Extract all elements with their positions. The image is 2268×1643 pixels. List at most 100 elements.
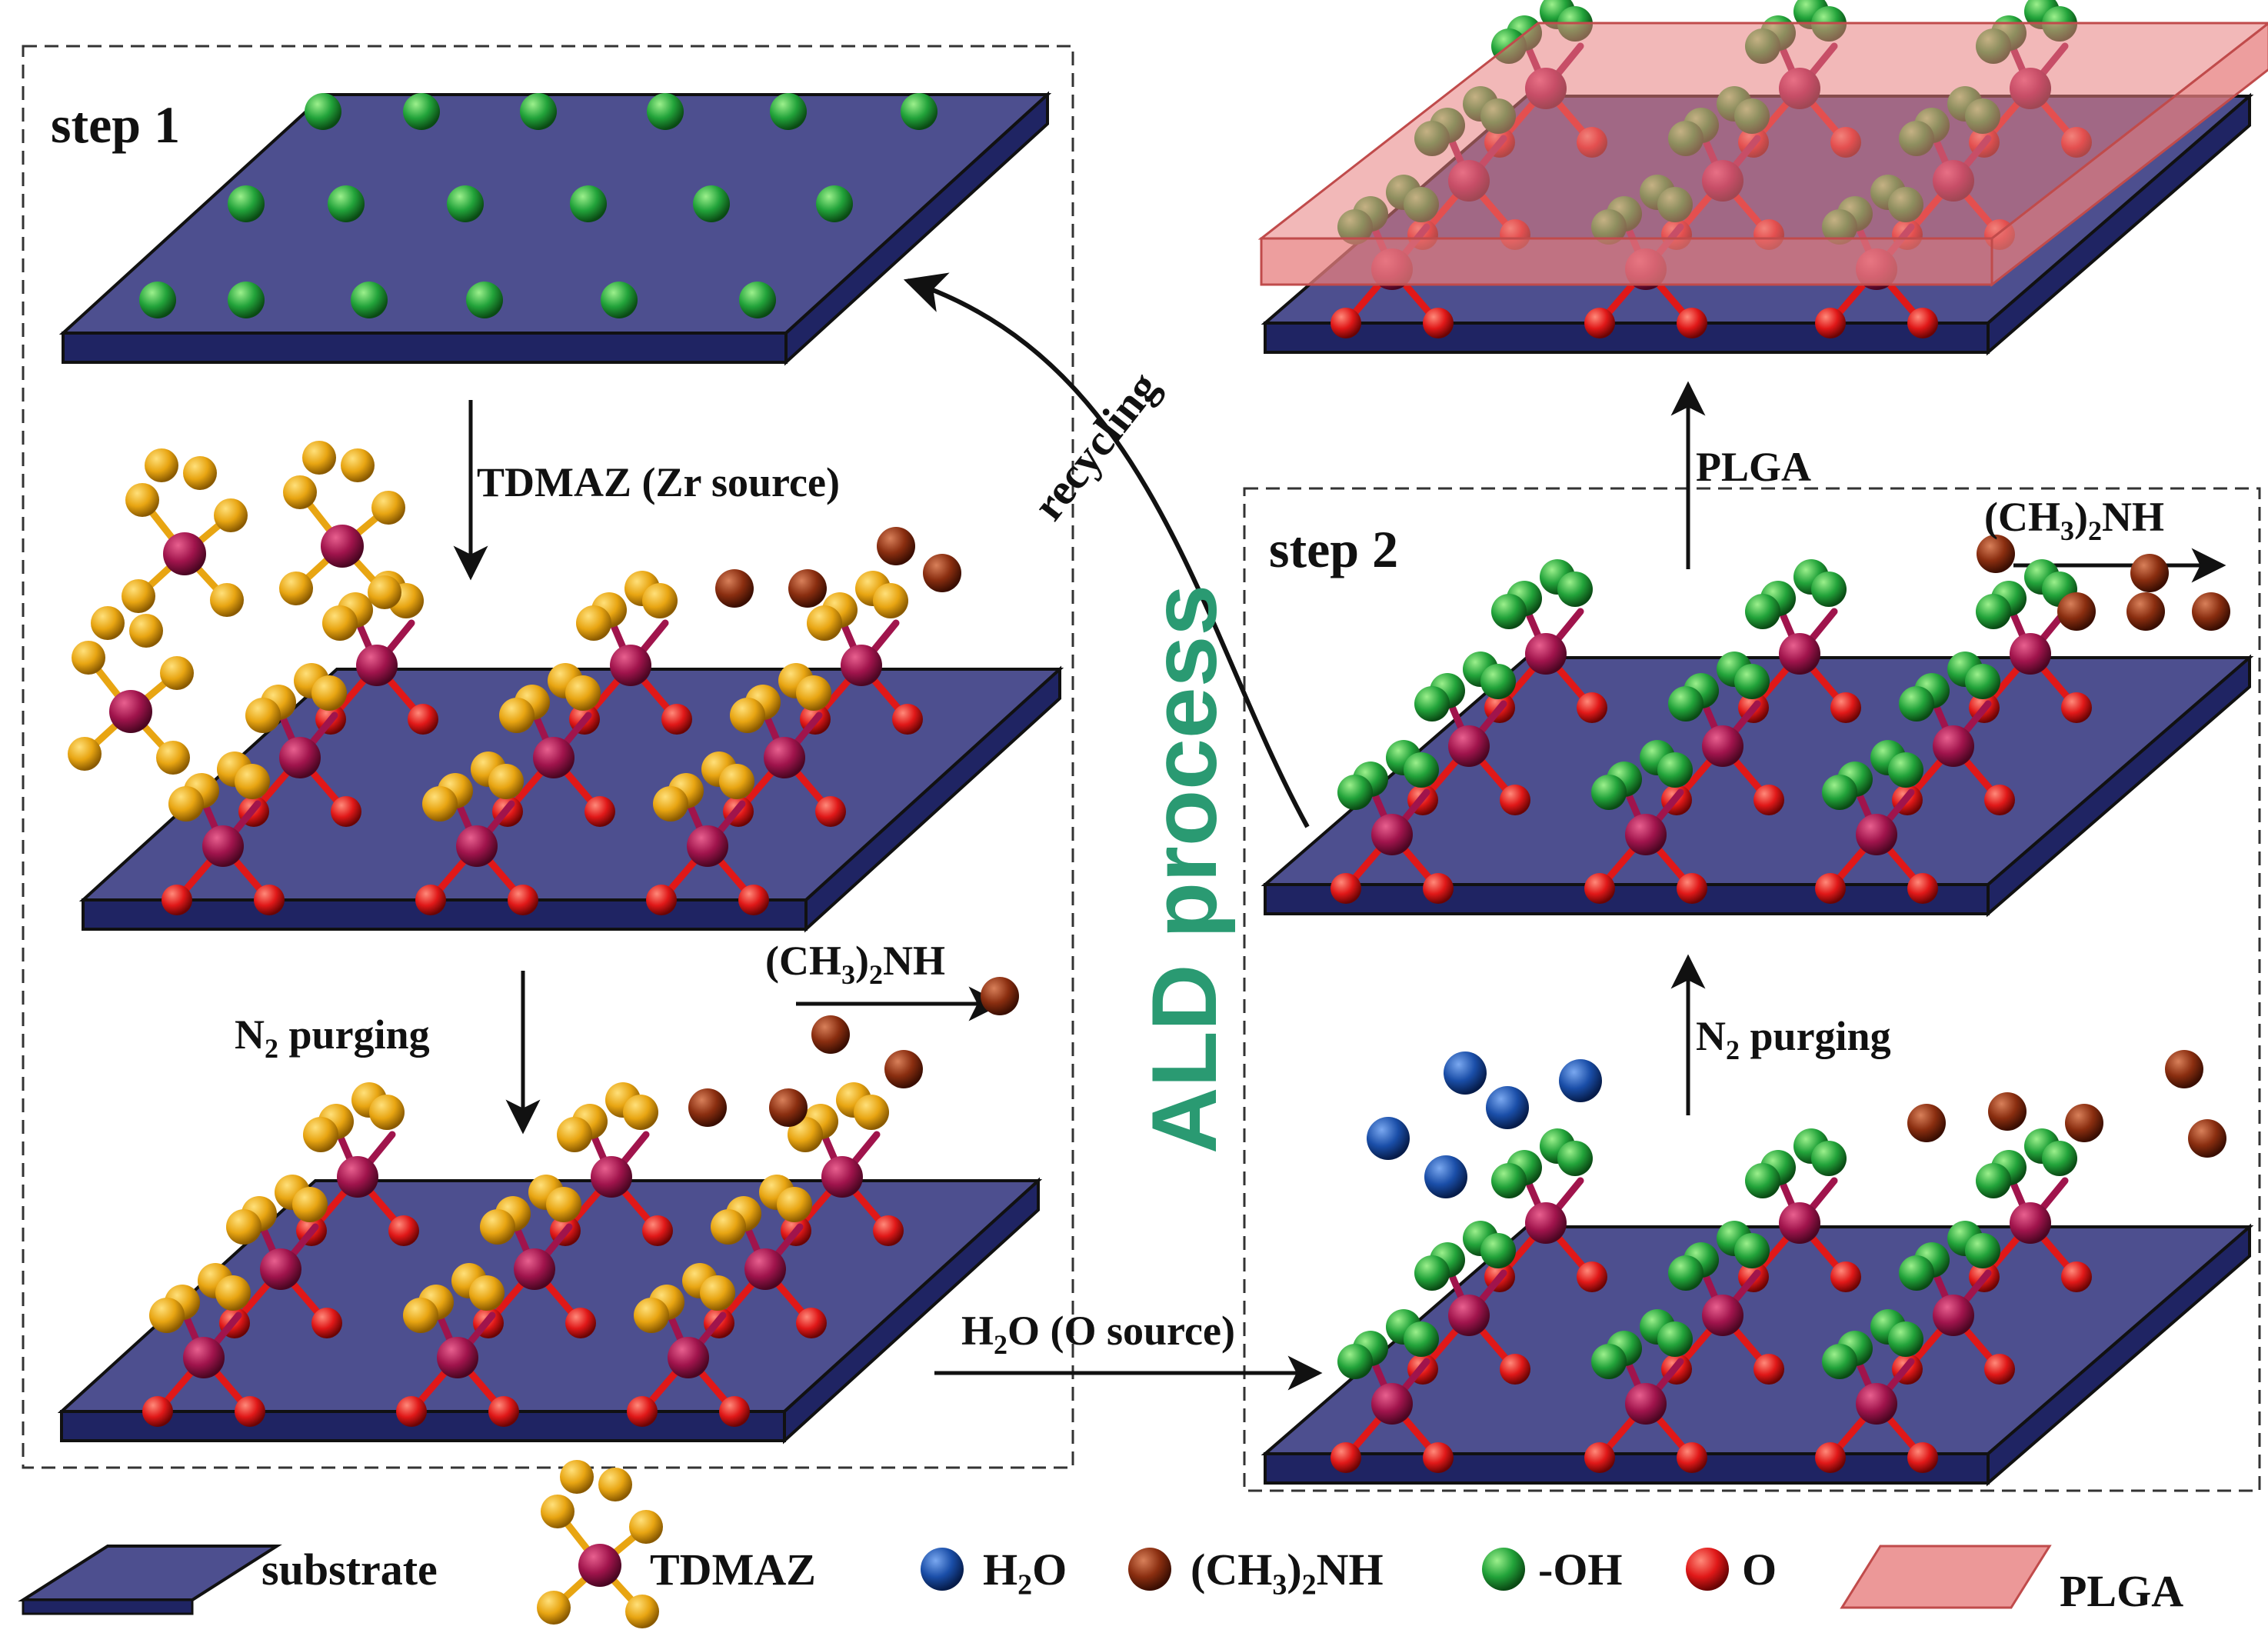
purging-text: purging	[278, 1011, 430, 1058]
zr-atom	[591, 1156, 632, 1198]
legend-oh-label: -OH	[1538, 1545, 1623, 1595]
o-atom	[415, 885, 446, 915]
ligand-atom	[1557, 1141, 1593, 1176]
zr-atom	[1856, 814, 1897, 855]
dma-molecule	[2065, 1104, 2103, 1142]
ligand-atom	[279, 572, 313, 605]
o-atom	[1753, 1354, 1784, 1385]
o-atom	[1984, 785, 2015, 815]
ligand-atom	[719, 764, 754, 799]
zr-atom	[610, 645, 651, 686]
oh-site	[328, 185, 365, 222]
ligand-atom	[311, 675, 347, 711]
o-atom	[1584, 873, 1615, 904]
ligand-atom	[1745, 1163, 1780, 1198]
plga-film	[1257, 22, 2268, 288]
substrate-front	[1264, 1452, 1990, 1485]
ligand-atom	[341, 448, 375, 482]
ligand-atom	[480, 1209, 515, 1245]
zr-atom	[2010, 633, 2051, 675]
legend-tdmaz-label: TDMAZ	[650, 1545, 816, 1595]
ligand-atom	[368, 575, 401, 609]
plga-step-label: PLGA	[1696, 444, 1812, 490]
zr-atom	[1448, 725, 1490, 767]
zr-atom	[2010, 1202, 2051, 1244]
zr-atom	[356, 645, 398, 686]
zr-atom	[578, 1544, 621, 1587]
n2-subscript: 2	[265, 1032, 278, 1064]
dma-molecule	[1907, 1104, 1946, 1142]
ligand-atom	[1591, 775, 1627, 810]
ligand-atom	[1414, 686, 1450, 722]
o-atom	[142, 1396, 173, 1427]
o-text: O	[1032, 1545, 1067, 1595]
ligand-atom	[1965, 664, 2000, 699]
dma-molecule	[877, 527, 915, 565]
purged-complex-0	[296, 1082, 419, 1246]
zr-atom	[279, 737, 321, 778]
step-boxes	[22, 45, 2261, 1492]
o-atom	[1500, 1354, 1530, 1385]
o-atom	[162, 885, 192, 915]
purged-complex-5	[704, 1175, 827, 1338]
ligand-atom	[1734, 664, 1770, 699]
paren-text: )	[854, 938, 869, 984]
zr-atom	[1856, 1383, 1897, 1425]
ligand-atom	[1811, 1141, 1847, 1176]
dma-molecule	[811, 1015, 850, 1054]
zr-atom	[202, 825, 244, 867]
plate-step1-oh	[58, 91, 1052, 366]
h2o-molecule	[1559, 1059, 1602, 1102]
ald-process-label: ALD process	[1133, 584, 1236, 1155]
ligand-atom	[1657, 1321, 1693, 1357]
o-atom	[2061, 1261, 2092, 1292]
ligand-atom	[245, 698, 281, 733]
o-atom	[565, 1308, 596, 1338]
dma-molecule	[2126, 592, 2165, 631]
ligand-atom	[1491, 1163, 1527, 1198]
substrate-front	[62, 332, 788, 364]
ligand-atom	[642, 583, 678, 618]
ligand-atom	[700, 1275, 735, 1311]
ligand-atom	[1734, 1233, 1770, 1268]
zr-atom	[1702, 725, 1743, 767]
purged-complex-6	[142, 1263, 265, 1427]
zr-atom	[687, 825, 728, 867]
h-text: H	[983, 1545, 1018, 1595]
o-atom	[508, 885, 538, 915]
substrate-side	[1987, 654, 2251, 918]
o-atom	[1815, 308, 1846, 338]
sub-3: 3	[1272, 1568, 1287, 1601]
ligand-atom	[1888, 1321, 1923, 1357]
h2o-source-label: H2O (O source)	[961, 1310, 1235, 1358]
byproduct-right-label: (CH3)2NH	[1984, 496, 2164, 545]
o-atom	[1907, 308, 1938, 338]
step2-complex-6	[1330, 740, 1454, 904]
ligand-atom	[1480, 1233, 1516, 1268]
tdmaz-complex-3	[238, 663, 361, 827]
o-atom	[396, 1396, 427, 1427]
o-atom	[584, 796, 615, 827]
h2o-molecule	[1424, 1155, 1467, 1198]
ligand-atom	[1811, 572, 1847, 607]
dma-molecule	[923, 554, 961, 592]
tdmaz-complex-7	[415, 752, 538, 915]
zr-atom	[260, 1248, 301, 1290]
dma-molecule	[1977, 535, 2015, 573]
o-atom	[408, 704, 438, 735]
ch-text: (CH	[1191, 1545, 1273, 1595]
oh-site	[520, 93, 557, 130]
o-atom	[488, 1396, 519, 1427]
ligand-atom	[226, 1209, 261, 1245]
oh-site	[647, 93, 684, 130]
legend-o-icon	[1686, 1548, 1729, 1591]
sub-3: 3	[841, 958, 855, 990]
ligand-atom	[537, 1591, 571, 1625]
substrate-front	[1264, 883, 1990, 915]
substrate-side	[783, 1177, 1040, 1445]
dma-molecule	[2130, 554, 2169, 592]
zr-atom	[456, 825, 498, 867]
legend-h2o-icon	[921, 1548, 964, 1591]
ligand-atom	[72, 641, 105, 675]
tdmaz-complex-6	[162, 752, 285, 915]
